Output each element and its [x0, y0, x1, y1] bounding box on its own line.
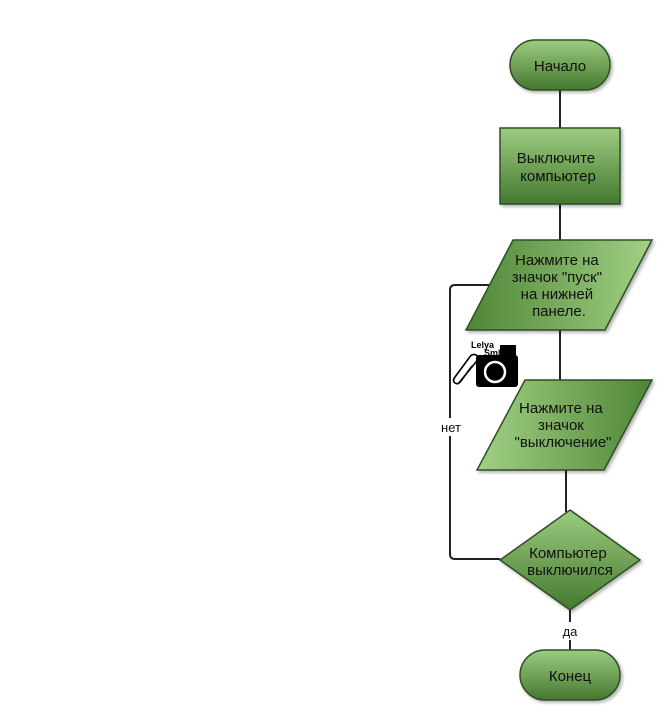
- start-node[interactable]: [509, 39, 611, 91]
- paperclip-icon: [452, 353, 479, 385]
- start-node-label: Начало: [534, 58, 586, 75]
- watermark-logo: Lelya Sml: [452, 340, 518, 387]
- io-node-press-shutdown-label: Нажмите на значок "выключение": [515, 400, 612, 451]
- edge-label-no-bg: [438, 418, 464, 436]
- io-node-press-start[interactable]: [464, 239, 654, 331]
- io-node-press-shutdown[interactable]: [475, 379, 654, 471]
- io-node-press-start-label: Нажмите на значок "пуск" на нижней панел…: [512, 252, 606, 320]
- edge-label-yes-bg: [558, 622, 582, 640]
- camera-icon: [476, 345, 518, 387]
- decision-node-computer-off-label: Компьютер выключился: [527, 545, 613, 579]
- edge-label-yes: да: [563, 624, 579, 639]
- process-node-turn-off-label: Выключите компьютер: [517, 150, 600, 185]
- end-node[interactable]: [519, 649, 621, 701]
- edge-label-no: нет: [441, 420, 461, 435]
- end-node-label: Конец: [549, 668, 592, 685]
- process-node-turn-off[interactable]: [499, 127, 621, 205]
- watermark-text-line1: Lelya: [471, 340, 495, 350]
- watermark-text-line2: Sml: [484, 348, 501, 358]
- decision-node-computer-off[interactable]: [498, 509, 642, 611]
